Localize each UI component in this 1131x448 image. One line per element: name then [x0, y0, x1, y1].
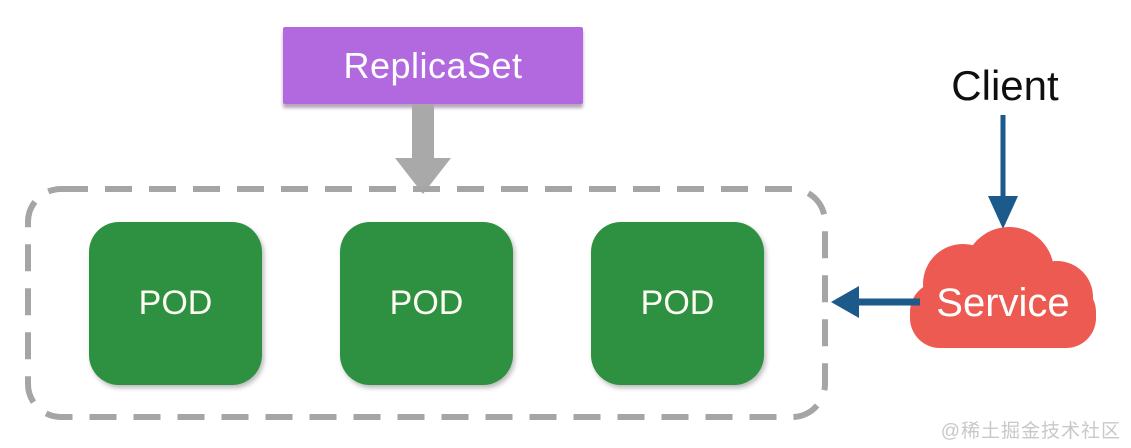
- pod-label: POD: [138, 283, 213, 322]
- replicaset-label: ReplicaSet: [343, 44, 523, 86]
- service-to-pods-arrow: [831, 286, 920, 318]
- pod-node-3: POD: [591, 221, 764, 385]
- pods-group: [25, 186, 828, 420]
- service-cloud-icon: [910, 227, 1096, 348]
- client-to-service-arrow: [988, 115, 1018, 229]
- service-label: Service: [936, 281, 1070, 325]
- pod-label: POD: [389, 283, 464, 322]
- client-label: Client: [951, 62, 1059, 109]
- replicaset-node: ReplicaSet: [283, 27, 583, 104]
- cloud-shape: [910, 227, 1096, 348]
- pods-group-border: [25, 186, 828, 420]
- client-to-service-arrowhead-icon: [988, 196, 1018, 229]
- cloud-base: [910, 282, 1096, 348]
- pods-row: POD POD POD: [25, 186, 828, 420]
- replicaset-to-pods-arrow-stem: [412, 104, 434, 160]
- pod-label: POD: [640, 283, 715, 322]
- watermark: @稀土掘金技术社区: [940, 421, 1121, 442]
- pod-node-1: POD: [89, 221, 262, 385]
- pod-node-2: POD: [340, 221, 513, 385]
- service-to-pods-arrowhead-icon: [831, 286, 859, 318]
